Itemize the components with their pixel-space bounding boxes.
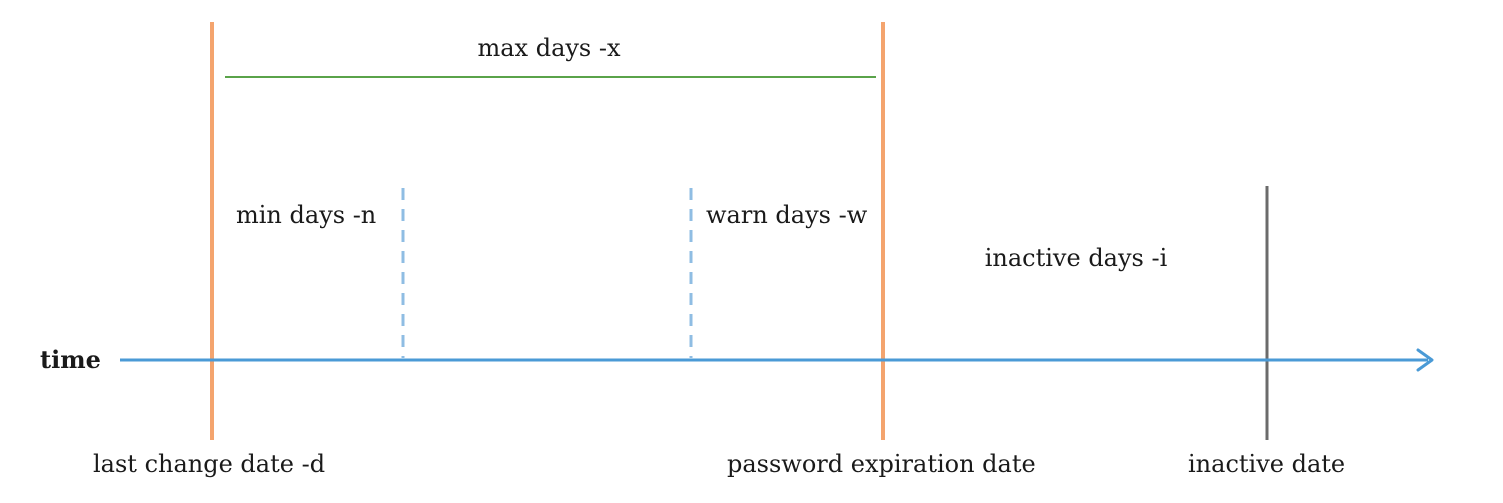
warn-days-label: warn days -w <box>706 201 868 229</box>
last-change-date-label: last change date -d <box>93 450 325 478</box>
expiration-date-label: password expiration date <box>727 450 1036 478</box>
min-days-label: min days -n <box>236 201 376 229</box>
max-days-label: max days -x <box>477 34 621 62</box>
time-axis-arrowhead <box>1416 348 1434 372</box>
time-axis-label: time <box>40 345 101 374</box>
inactive-date-label: inactive date <box>1188 450 1345 478</box>
inactive-days-label: inactive days -i <box>985 244 1168 272</box>
